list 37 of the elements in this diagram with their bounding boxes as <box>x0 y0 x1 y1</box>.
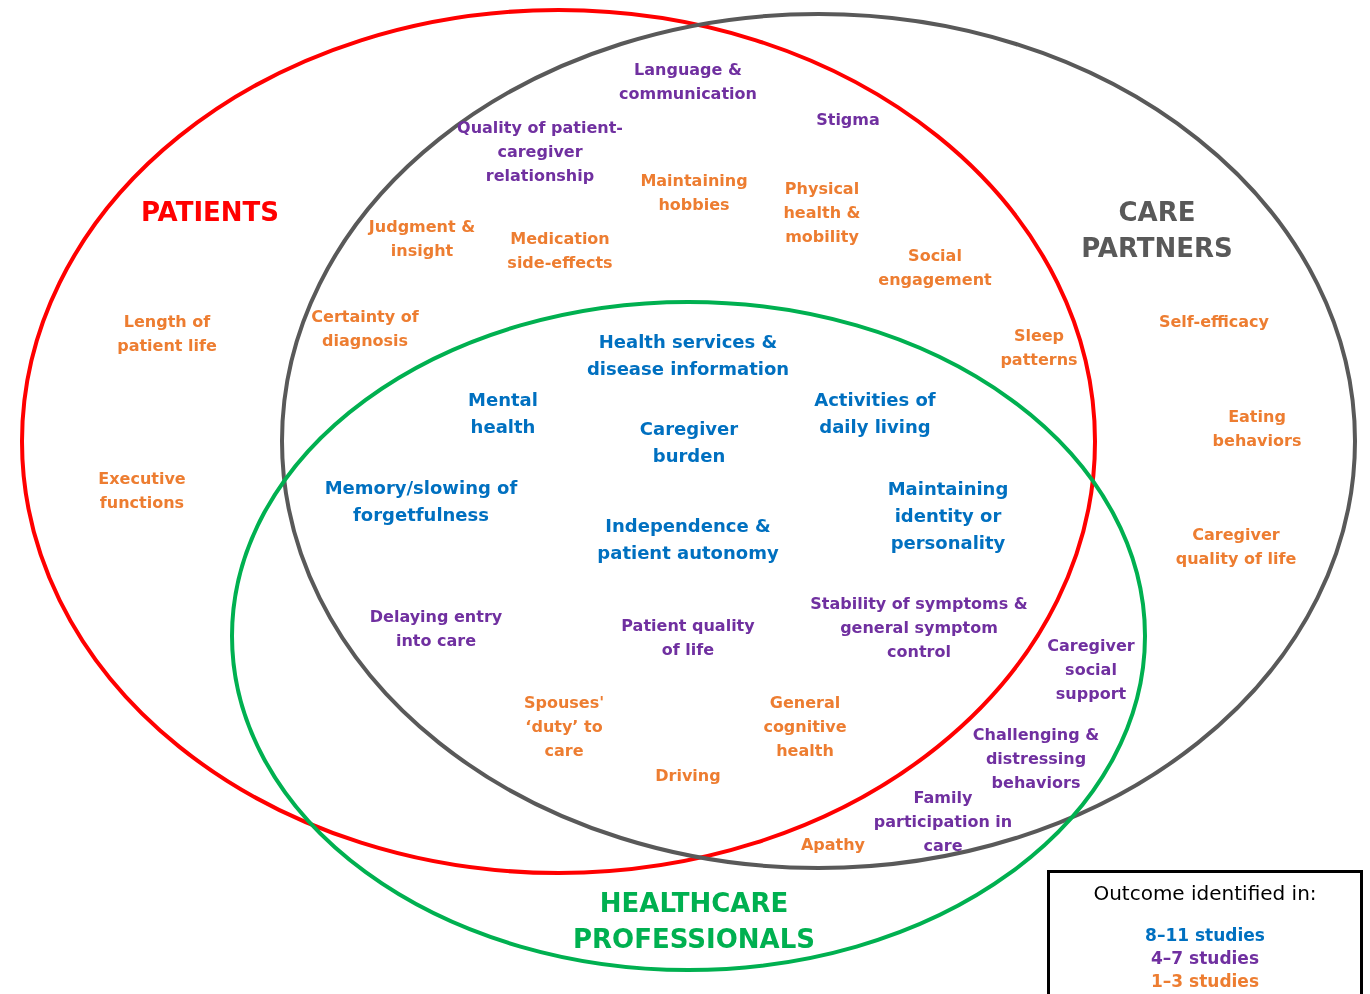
outcome-label: Delaying entry into care <box>368 606 504 652</box>
outcome-label: Medication side-effects <box>506 228 614 274</box>
legend-entry: 1–3 studies <box>1149 971 1261 991</box>
outcome-label: Activities of daily living <box>813 388 937 439</box>
outcome-label: Maintaining hobbies <box>639 170 749 216</box>
outcome-label: Physical health & mobility <box>782 178 862 248</box>
group-title: HEALTHCARE PROFESSIONALS <box>572 887 816 956</box>
outcome-label: Executive functions <box>97 468 187 514</box>
outcome-label: Mental health <box>467 388 539 439</box>
outcome-label: Certainty of diagnosis <box>310 306 420 352</box>
outcome-label: Stability of symptoms & general symptom control <box>809 593 1029 663</box>
outcome-label: General cognitive health <box>762 692 848 762</box>
outcome-label: Eating behaviors <box>1211 406 1303 452</box>
outcome-label: Driving <box>654 765 722 787</box>
group-title: PATIENTS <box>139 196 281 229</box>
outcome-label: Caregiver burden <box>638 417 740 468</box>
outcome-label: Quality of patient-caregiver relationship <box>456 117 624 187</box>
legend-heading: Outcome identified in: <box>1092 881 1318 905</box>
group-title: CARE PARTNERS <box>1080 196 1234 265</box>
outcome-label: Social engagement <box>877 245 993 291</box>
outcome-label: Self-efficacy <box>1157 311 1271 333</box>
legend-entry: 4–7 studies <box>1149 948 1261 968</box>
outcome-label: Stigma <box>815 109 881 131</box>
legend-entry: 8–11 studies <box>1144 925 1266 945</box>
outcome-label: Patient quality of life <box>620 615 756 661</box>
outcome-label: Health services & disease information <box>585 330 791 381</box>
outcome-label: Caregiver quality of life <box>1174 524 1298 570</box>
outcome-label: Judgment & insight <box>366 216 477 262</box>
outcome-label: Independence & patient autonomy <box>596 514 780 565</box>
outcome-label: Caregiver social support <box>1046 635 1136 705</box>
outcome-label: Apathy <box>799 834 867 856</box>
outcome-label: Sleep patterns <box>999 325 1079 371</box>
outcome-label: Length of patient life <box>116 311 218 357</box>
outcome-label: Spouses' ‘duty’ to care <box>522 692 606 762</box>
outcome-label: Maintaining identity or personality <box>886 476 1010 555</box>
outcome-label: Memory/slowing of forgetfulness <box>323 476 519 527</box>
outcome-label: Language & communication <box>618 59 758 105</box>
